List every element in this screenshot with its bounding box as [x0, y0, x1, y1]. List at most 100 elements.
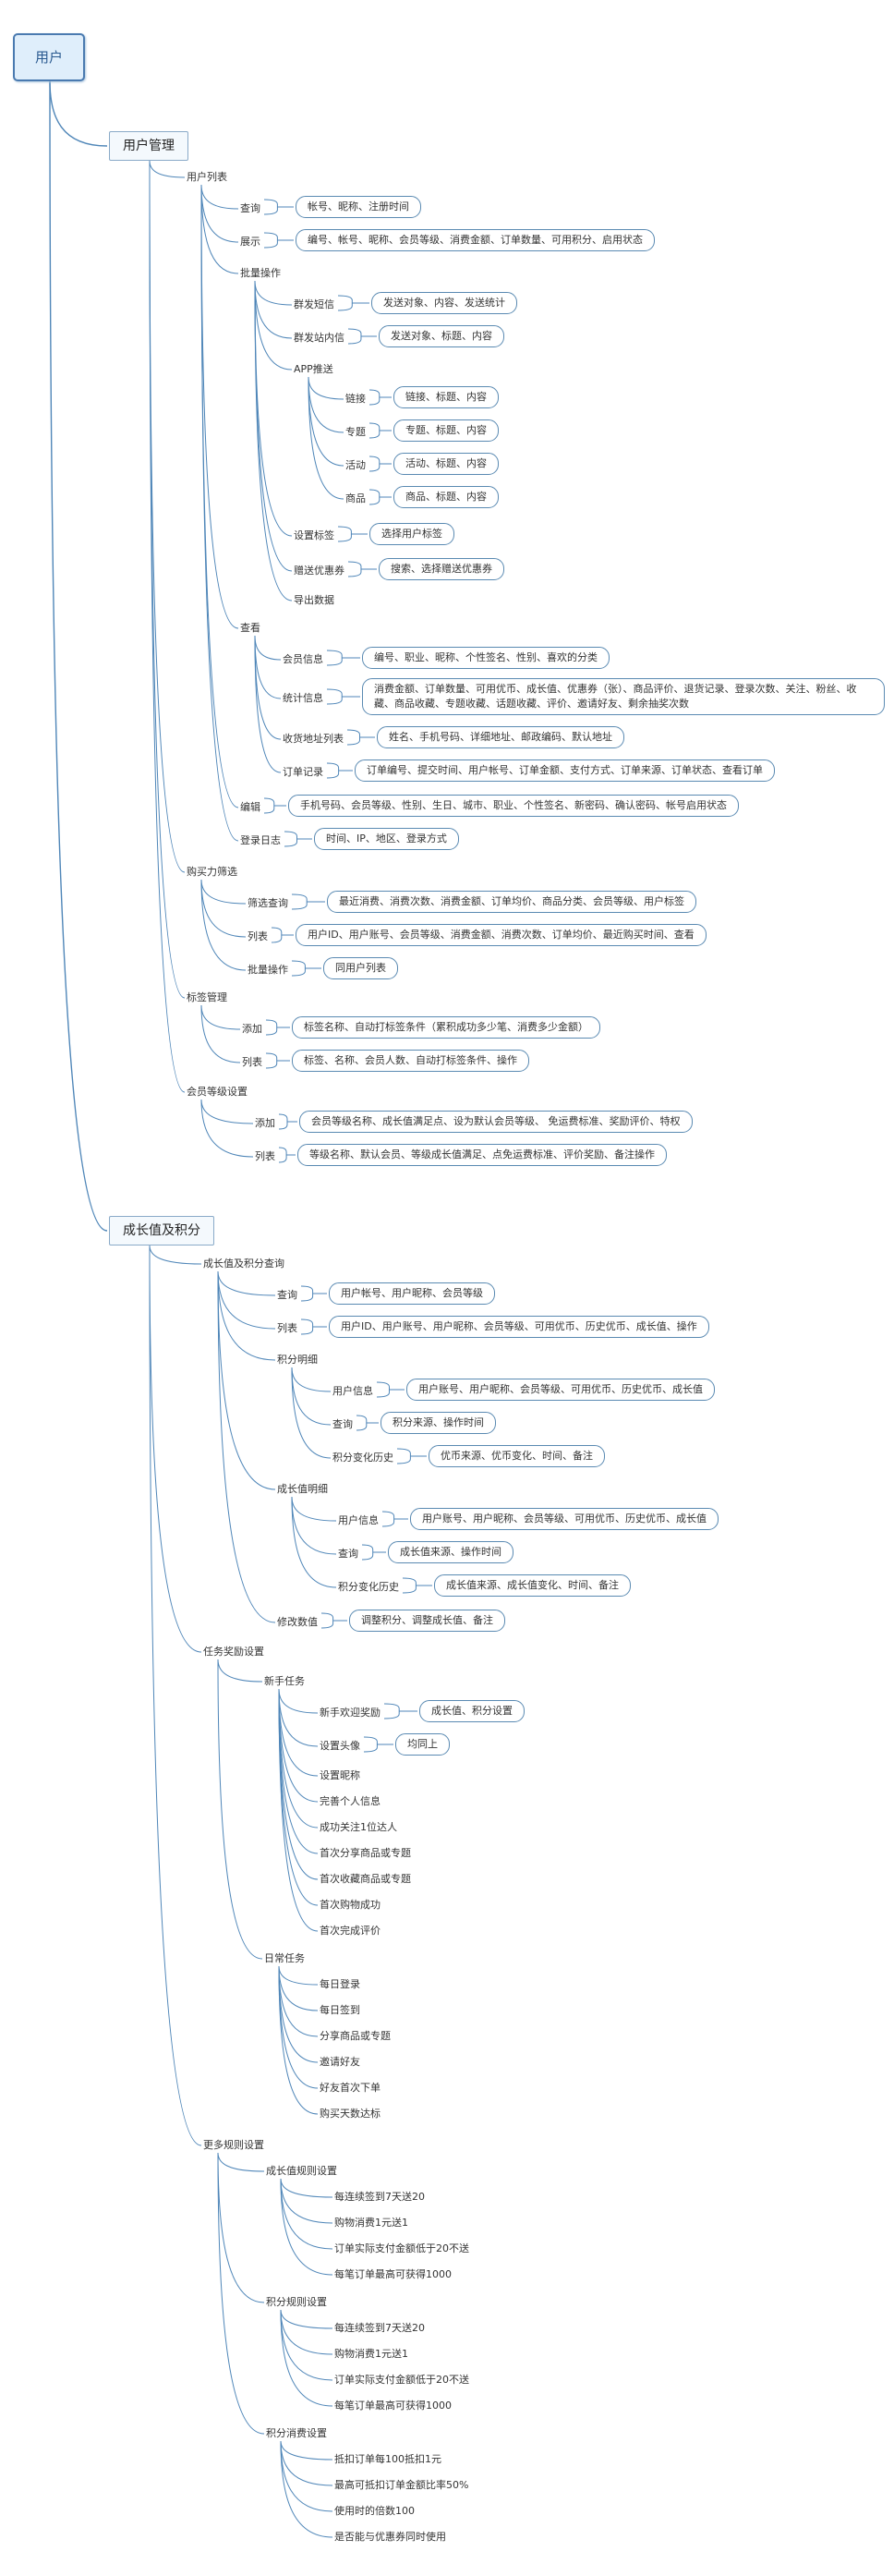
node-tag-management[interactable]: 标签管理 — [187, 991, 227, 1003]
leaf-growth-user-fields[interactable]: 用户账号、用户昵称、会员等级、可用优币、历史优币、成长值 — [410, 1508, 719, 1530]
node-growth-history[interactable]: 积分变化历史 — [338, 1581, 399, 1593]
rule-growth-min-amount[interactable]: 订单实际支付金额低于20不送 — [334, 2242, 469, 2254]
node-share-product[interactable]: 分享商品或专题 — [320, 2030, 391, 2042]
node-purchase-days[interactable]: 购买天数达标 — [320, 2108, 381, 2120]
node-member-info[interactable]: 会员信息 — [283, 653, 323, 665]
node-growth-query[interactable]: 查询 — [338, 1548, 358, 1560]
node-more-rules[interactable]: 更多规则设置 — [203, 2139, 264, 2151]
leaf-set-tag-fields[interactable]: 选择用户标签 — [369, 523, 454, 545]
leaf-modify-values-fields[interactable]: 调整积分、调整成长值、备注 — [349, 1610, 505, 1632]
node-growth-rules[interactable]: 成长值规则设置 — [266, 2165, 337, 2177]
node-points-query[interactable]: 查询 — [332, 1418, 353, 1430]
node-modify-values[interactable]: 修改数值 — [277, 1616, 318, 1628]
node-query-growth[interactable]: 查询 — [277, 1289, 297, 1301]
leaf-display-fields[interactable]: 编号、帐号、昵称、会员等级、消费金额、订单数量、可用积分、启用状态 — [296, 229, 655, 251]
rule-points-checkin[interactable]: 每连续签到7天送20 — [334, 2322, 425, 2334]
leaf-list-fields[interactable]: 用户ID、用户账号、会员等级、消费金额、消费次数、订单均价、最近购买时间、查看 — [296, 924, 707, 946]
leaf-order-fields[interactable]: 订单编号、提交时间、用户帐号、订单金额、支付方式、订单来源、订单状态、查看订单 — [355, 759, 775, 782]
leaf-query-growth-fields[interactable]: 用户帐号、用户昵称、会员等级 — [329, 1282, 495, 1305]
leaf-login-log-fields[interactable]: 时间、IP、地区、登录方式 — [314, 828, 459, 850]
rule-points-purchase[interactable]: 购物消费1元送1 — [334, 2348, 408, 2360]
node-order-records[interactable]: 订单记录 — [283, 766, 323, 778]
rule-usage-multiple[interactable]: 使用时的倍数100 — [334, 2505, 415, 2517]
node-set-tag[interactable]: 设置标签 — [294, 529, 334, 541]
node-export-data[interactable]: 导出数据 — [294, 594, 334, 606]
node-view[interactable]: 查看 — [240, 622, 260, 634]
rule-max-deduct-ratio[interactable]: 最高可抵扣订单金额比率50% — [334, 2479, 469, 2491]
node-member-level-settings[interactable]: 会员等级设置 — [187, 1086, 248, 1098]
leaf-statistics-fields[interactable]: 消费金额、订单数量、可用优币、成长值、优惠券（张）、商品评价、退货记录、登录次数… — [362, 678, 885, 715]
leaf-topic-fields[interactable]: 专题、标题、内容 — [393, 419, 499, 442]
leaf-site-message-fields[interactable]: 发送对象、标题、内容 — [379, 325, 504, 347]
leaf-growth-list-fields[interactable]: 用户ID、用户账号、用户昵称、会员等级、可用优币、历史优币、成长值、操作 — [329, 1316, 709, 1338]
node-first-share[interactable]: 首次分享商品或专题 — [320, 1847, 411, 1859]
root-node-user[interactable]: 用户 — [13, 33, 86, 81]
node-app-push[interactable]: APP推送 — [294, 363, 333, 375]
node-activity[interactable]: 活动 — [345, 459, 366, 471]
node-task-reward-settings[interactable]: 任务奖励设置 — [203, 1646, 264, 1658]
node-points-history[interactable]: 积分变化历史 — [332, 1452, 393, 1464]
leaf-gift-coupon-fields[interactable]: 搜索、选择赠送优惠券 — [379, 558, 504, 580]
leaf-points-history-fields[interactable]: 优币来源、优币变化、时间、备注 — [429, 1445, 605, 1467]
leaf-same-as-user-list[interactable]: 同用户列表 — [323, 957, 398, 979]
node-purchasing-filter[interactable]: 购买力筛选 — [187, 866, 237, 878]
node-growth-list[interactable]: 列表 — [277, 1322, 297, 1334]
node-topic[interactable]: 专题 — [345, 426, 366, 438]
leaf-level-list-fields[interactable]: 等级名称、默认会员、等级成长值满足、点免运费标准、评价奖励、备注操作 — [297, 1144, 667, 1166]
leaf-query-fields[interactable]: 帐号、昵称、注册时间 — [296, 196, 421, 218]
node-friend-first-order[interactable]: 好友首次下单 — [320, 2082, 381, 2094]
node-query[interactable]: 查询 — [240, 202, 260, 214]
node-growth-points-query[interactable]: 成长值及积分查询 — [203, 1258, 284, 1270]
leaf-points-query-fields[interactable]: 积分来源、操作时间 — [381, 1412, 496, 1434]
node-edit[interactable]: 编辑 — [240, 801, 260, 813]
node-daily-login[interactable]: 每日登录 — [320, 1978, 360, 1990]
leaf-tag-list-fields[interactable]: 标签、名称、会员人数、自动打标签条件、操作 — [292, 1050, 529, 1072]
node-points-detail[interactable]: 积分明细 — [277, 1354, 318, 1366]
node-site-message[interactable]: 群发站内信 — [294, 332, 344, 344]
rule-growth-checkin[interactable]: 每连续签到7天送20 — [334, 2191, 425, 2203]
node-statistics[interactable]: 统计信息 — [283, 692, 323, 704]
leaf-points-user-fields[interactable]: 用户账号、用户昵称、会员等级、可用优币、历史优币、成长值 — [406, 1379, 715, 1401]
branch-growth-points[interactable]: 成长值及积分 — [109, 1216, 214, 1245]
leaf-growth-query-fields[interactable]: 成长值来源、操作时间 — [388, 1541, 513, 1563]
leaf-activity-fields[interactable]: 活动、标题、内容 — [393, 453, 499, 475]
node-set-avatar[interactable]: 设置头像 — [320, 1740, 360, 1752]
node-add-level[interactable]: 添加 — [255, 1117, 275, 1129]
rule-coupon-combination[interactable]: 是否能与优惠券同时使用 — [334, 2531, 446, 2543]
leaf-add-level-fields[interactable]: 会员等级名称、成长值满足点、设为默认会员等级、 免运费标准、奖励评价、特权 — [299, 1111, 693, 1133]
node-daily-tasks[interactable]: 日常任务 — [264, 1952, 305, 1964]
node-display[interactable]: 展示 — [240, 236, 260, 248]
node-product[interactable]: 商品 — [345, 492, 366, 504]
node-points-user-info[interactable]: 用户信息 — [332, 1385, 373, 1397]
leaf-filter-query-fields[interactable]: 最近消费、消费次数、消费金额、订单均价、商品分类、会员等级、用户标签 — [327, 891, 696, 913]
leaf-address-fields[interactable]: 姓名、手机号码、详细地址、邮政编码、默认地址 — [377, 726, 624, 748]
node-gift-coupon[interactable]: 赠送优惠券 — [294, 565, 344, 577]
leaf-member-info-fields[interactable]: 编号、职业、昵称、个性签名、性别、喜欢的分类 — [362, 647, 610, 669]
node-daily-checkin[interactable]: 每日签到 — [320, 2004, 360, 2016]
rule-points-max-per-order[interactable]: 每笔订单最高可获得1000 — [334, 2400, 452, 2412]
node-complete-profile[interactable]: 完善个人信息 — [320, 1795, 381, 1807]
node-add-tag[interactable]: 添加 — [242, 1023, 262, 1035]
node-user-list[interactable]: 用户列表 — [187, 171, 227, 183]
node-batch-op-filter[interactable]: 批量操作 — [248, 964, 288, 976]
rule-points-min-amount[interactable]: 订单实际支付金额低于20不送 — [334, 2374, 469, 2386]
leaf-link-fields[interactable]: 链接、标题、内容 — [393, 386, 499, 408]
node-login-log[interactable]: 登录日志 — [240, 834, 281, 846]
node-first-review[interactable]: 首次完成评价 — [320, 1925, 381, 1937]
node-tag-list[interactable]: 列表 — [242, 1056, 262, 1068]
node-points-consumption[interactable]: 积分消费设置 — [266, 2427, 327, 2439]
node-mass-sms[interactable]: 群发短信 — [294, 298, 334, 310]
node-first-favorite[interactable]: 首次收藏商品或专题 — [320, 1873, 411, 1885]
node-level-list[interactable]: 列表 — [255, 1150, 275, 1162]
leaf-growth-history-fields[interactable]: 成长值来源、成长值变化、时间、备注 — [434, 1574, 631, 1597]
branch-user-management[interactable]: 用户管理 — [109, 131, 188, 161]
leaf-add-tag-fields[interactable]: 标签名称、自动打标签条件（累积成功多少笔、消费多少金额） — [292, 1016, 600, 1039]
leaf-mass-sms-fields[interactable]: 发送对象、内容、发送统计 — [371, 292, 517, 314]
node-follow-expert[interactable]: 成功关注1位达人 — [320, 1821, 397, 1833]
node-batch-operation[interactable]: 批量操作 — [240, 267, 281, 279]
node-points-rules[interactable]: 积分规则设置 — [266, 2296, 327, 2308]
node-invite-friend[interactable]: 邀请好友 — [320, 2056, 360, 2068]
leaf-welcome-reward-fields[interactable]: 成长值、积分设置 — [419, 1700, 525, 1722]
rule-growth-max-per-order[interactable]: 每笔订单最高可获得1000 — [334, 2268, 452, 2280]
leaf-same-as-above[interactable]: 均同上 — [395, 1733, 450, 1756]
